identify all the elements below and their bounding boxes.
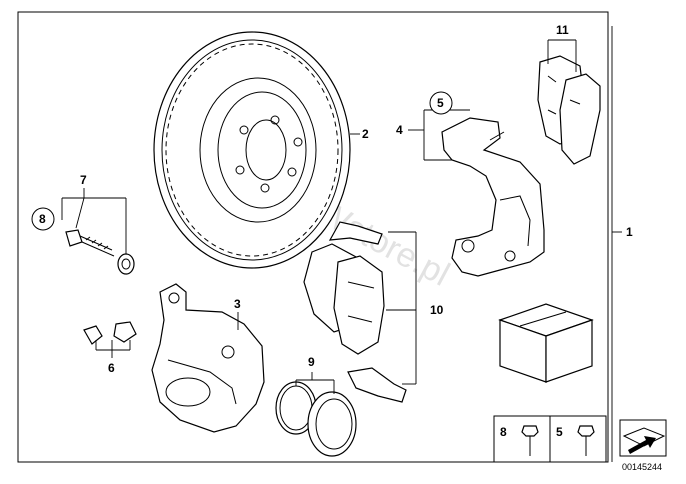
label-2: 2 bbox=[362, 127, 369, 141]
bleeder-screw[interactable] bbox=[83, 321, 137, 345]
reference-icon bbox=[619, 419, 667, 457]
label-3: 3 bbox=[234, 297, 241, 311]
brake-disc[interactable] bbox=[153, 31, 351, 269]
label-1: 1 bbox=[626, 225, 633, 239]
label-5-circle bbox=[429, 91, 453, 115]
reference-number: 00145244 bbox=[622, 462, 662, 472]
label-9: 9 bbox=[308, 355, 315, 369]
label-10: 10 bbox=[430, 303, 444, 317]
leader-lines bbox=[61, 26, 622, 462]
piston-seal-kit[interactable] bbox=[275, 381, 357, 457]
label-8: 8 bbox=[39, 212, 46, 226]
brake-caliper[interactable] bbox=[151, 283, 265, 433]
brake-pads-small[interactable] bbox=[537, 55, 601, 165]
fastener-legend: 8 5 bbox=[493, 415, 607, 463]
legend-label-8: 8 bbox=[500, 425, 507, 439]
label-6: 6 bbox=[108, 361, 115, 375]
grease-package[interactable] bbox=[498, 303, 594, 383]
caliper-carrier[interactable] bbox=[441, 117, 545, 277]
guide-bolt[interactable] bbox=[65, 229, 115, 257]
diagram-frame bbox=[17, 11, 609, 463]
brake-pads[interactable] bbox=[303, 221, 407, 403]
guide-bush[interactable] bbox=[117, 253, 135, 275]
label-5: 5 bbox=[437, 96, 444, 110]
legend-label-5: 5 bbox=[556, 425, 563, 439]
label-7: 7 bbox=[80, 173, 87, 187]
label-8-circle bbox=[31, 207, 55, 231]
legend-bolt-5[interactable] bbox=[577, 425, 595, 456]
label-11: 11 bbox=[556, 23, 569, 37]
legend-bolt-8[interactable] bbox=[521, 425, 539, 456]
label-4: 4 bbox=[396, 123, 403, 137]
